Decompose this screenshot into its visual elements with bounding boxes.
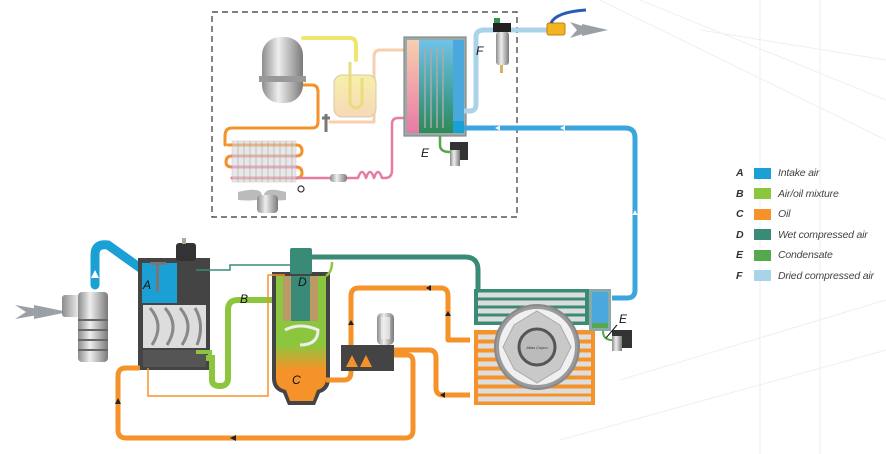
- label-b: B: [240, 292, 248, 306]
- outlet-ball-valve[interactable]: [546, 8, 587, 36]
- control-air-line: [196, 264, 290, 271]
- legend-label: Wet compressed air: [778, 228, 868, 241]
- legend-item-air-oil-mixture: B Air/oil mixture: [736, 184, 874, 205]
- label-f: F: [476, 44, 484, 58]
- legend-key: A: [736, 167, 744, 180]
- legend-key: B: [736, 187, 744, 200]
- compressor-element: [138, 258, 210, 370]
- suction-line: [328, 48, 409, 124]
- label-e-dryer: E: [421, 146, 430, 160]
- condenser-fan: [238, 189, 286, 213]
- fan-badge: Atlas Copco: [525, 345, 548, 350]
- thermostatic-valve: [341, 345, 394, 371]
- air-oil-line: [206, 297, 290, 390]
- condenser-fins: [231, 140, 297, 183]
- white-flow-arrow-icons: [91, 125, 638, 278]
- dried-air-line: [464, 27, 550, 114]
- compressor-band: [259, 76, 306, 82]
- legend-swatch: [754, 270, 771, 282]
- legend-key: E: [736, 249, 744, 262]
- legend-key: D: [736, 228, 744, 241]
- label-a: A: [142, 278, 151, 292]
- liquid-filter: [330, 174, 347, 182]
- intake-air-line: [90, 240, 155, 290]
- legend-item-condensate: E Condensate: [736, 245, 874, 266]
- label-d: D: [298, 275, 307, 289]
- legend-item-intake-air: A Intake air: [736, 163, 874, 184]
- outlet-filter: [493, 18, 511, 73]
- legend-key: F: [736, 269, 743, 282]
- legend-swatch: [754, 229, 771, 241]
- legend-item-oil: C Oil: [736, 204, 874, 225]
- condensate-line-cooler: [602, 330, 613, 341]
- condensate-drain-dryer: [450, 142, 468, 166]
- oil-bypass-line: [147, 274, 285, 397]
- pressure-switch: [297, 185, 305, 193]
- air-oil-outlet: [196, 350, 212, 360]
- label-c: C: [292, 373, 301, 387]
- condenser-fin-lines: [237, 141, 293, 182]
- scavenge-line: [325, 261, 334, 278]
- legend-swatch: [754, 188, 771, 200]
- refrigerant-compressor: [262, 37, 303, 103]
- dryer-heat-exchanger: [403, 36, 467, 137]
- condenser-coil: [224, 143, 304, 180]
- refrigerant-dryer-boundary: [211, 11, 518, 218]
- oil-cooler-out-line: [392, 347, 470, 398]
- condensate-drain-cooler: [612, 330, 632, 351]
- intake-valve-solenoid: [176, 238, 196, 276]
- label-e-cooler: E: [619, 312, 628, 326]
- oil-return-line: [326, 285, 470, 383]
- oil-filter: [377, 313, 394, 345]
- hot-gas-line: [223, 83, 320, 147]
- wet-air-to-dryer-line: [464, 125, 638, 301]
- legend-label: Air/oil mixture: [778, 187, 839, 200]
- legend-swatch: [754, 208, 771, 220]
- cooling-fan: Atlas Copco: [494, 304, 580, 390]
- liquid-separator: [333, 74, 377, 118]
- legend-label: Condensate: [778, 249, 833, 262]
- legend: A Intake air B Air/oil mixture C Oil D W…: [736, 163, 874, 286]
- legend-label: Dried compressed air: [778, 269, 874, 282]
- condensate-line-dryer: [438, 136, 451, 154]
- intake-arrow-icon: [15, 305, 68, 319]
- gas-line: [301, 36, 358, 62]
- legend-label: Oil: [778, 208, 791, 221]
- oil-separator: [272, 248, 330, 405]
- legend-label: Intake air: [778, 167, 820, 180]
- flow-arrow-icons: [115, 285, 451, 441]
- oil-injection-line: [115, 352, 416, 441]
- legend-item-wet-compressed-air: D Wet compressed air: [736, 225, 874, 246]
- wet-air-line: [312, 254, 481, 290]
- oil-circuit: [115, 274, 470, 441]
- legend-key: C: [736, 208, 744, 221]
- air-filter: [62, 292, 108, 362]
- legend-swatch: [754, 167, 771, 179]
- outlet-arrow-icon: [570, 22, 608, 38]
- label-e-leader: [605, 324, 618, 339]
- legend-item-dried-compressed-air: F Dried compressed air: [736, 266, 874, 287]
- legend-swatch: [754, 249, 771, 261]
- background-lines: [559, 0, 886, 454]
- expansion-valve: [322, 114, 330, 132]
- water-separator: [589, 289, 611, 331]
